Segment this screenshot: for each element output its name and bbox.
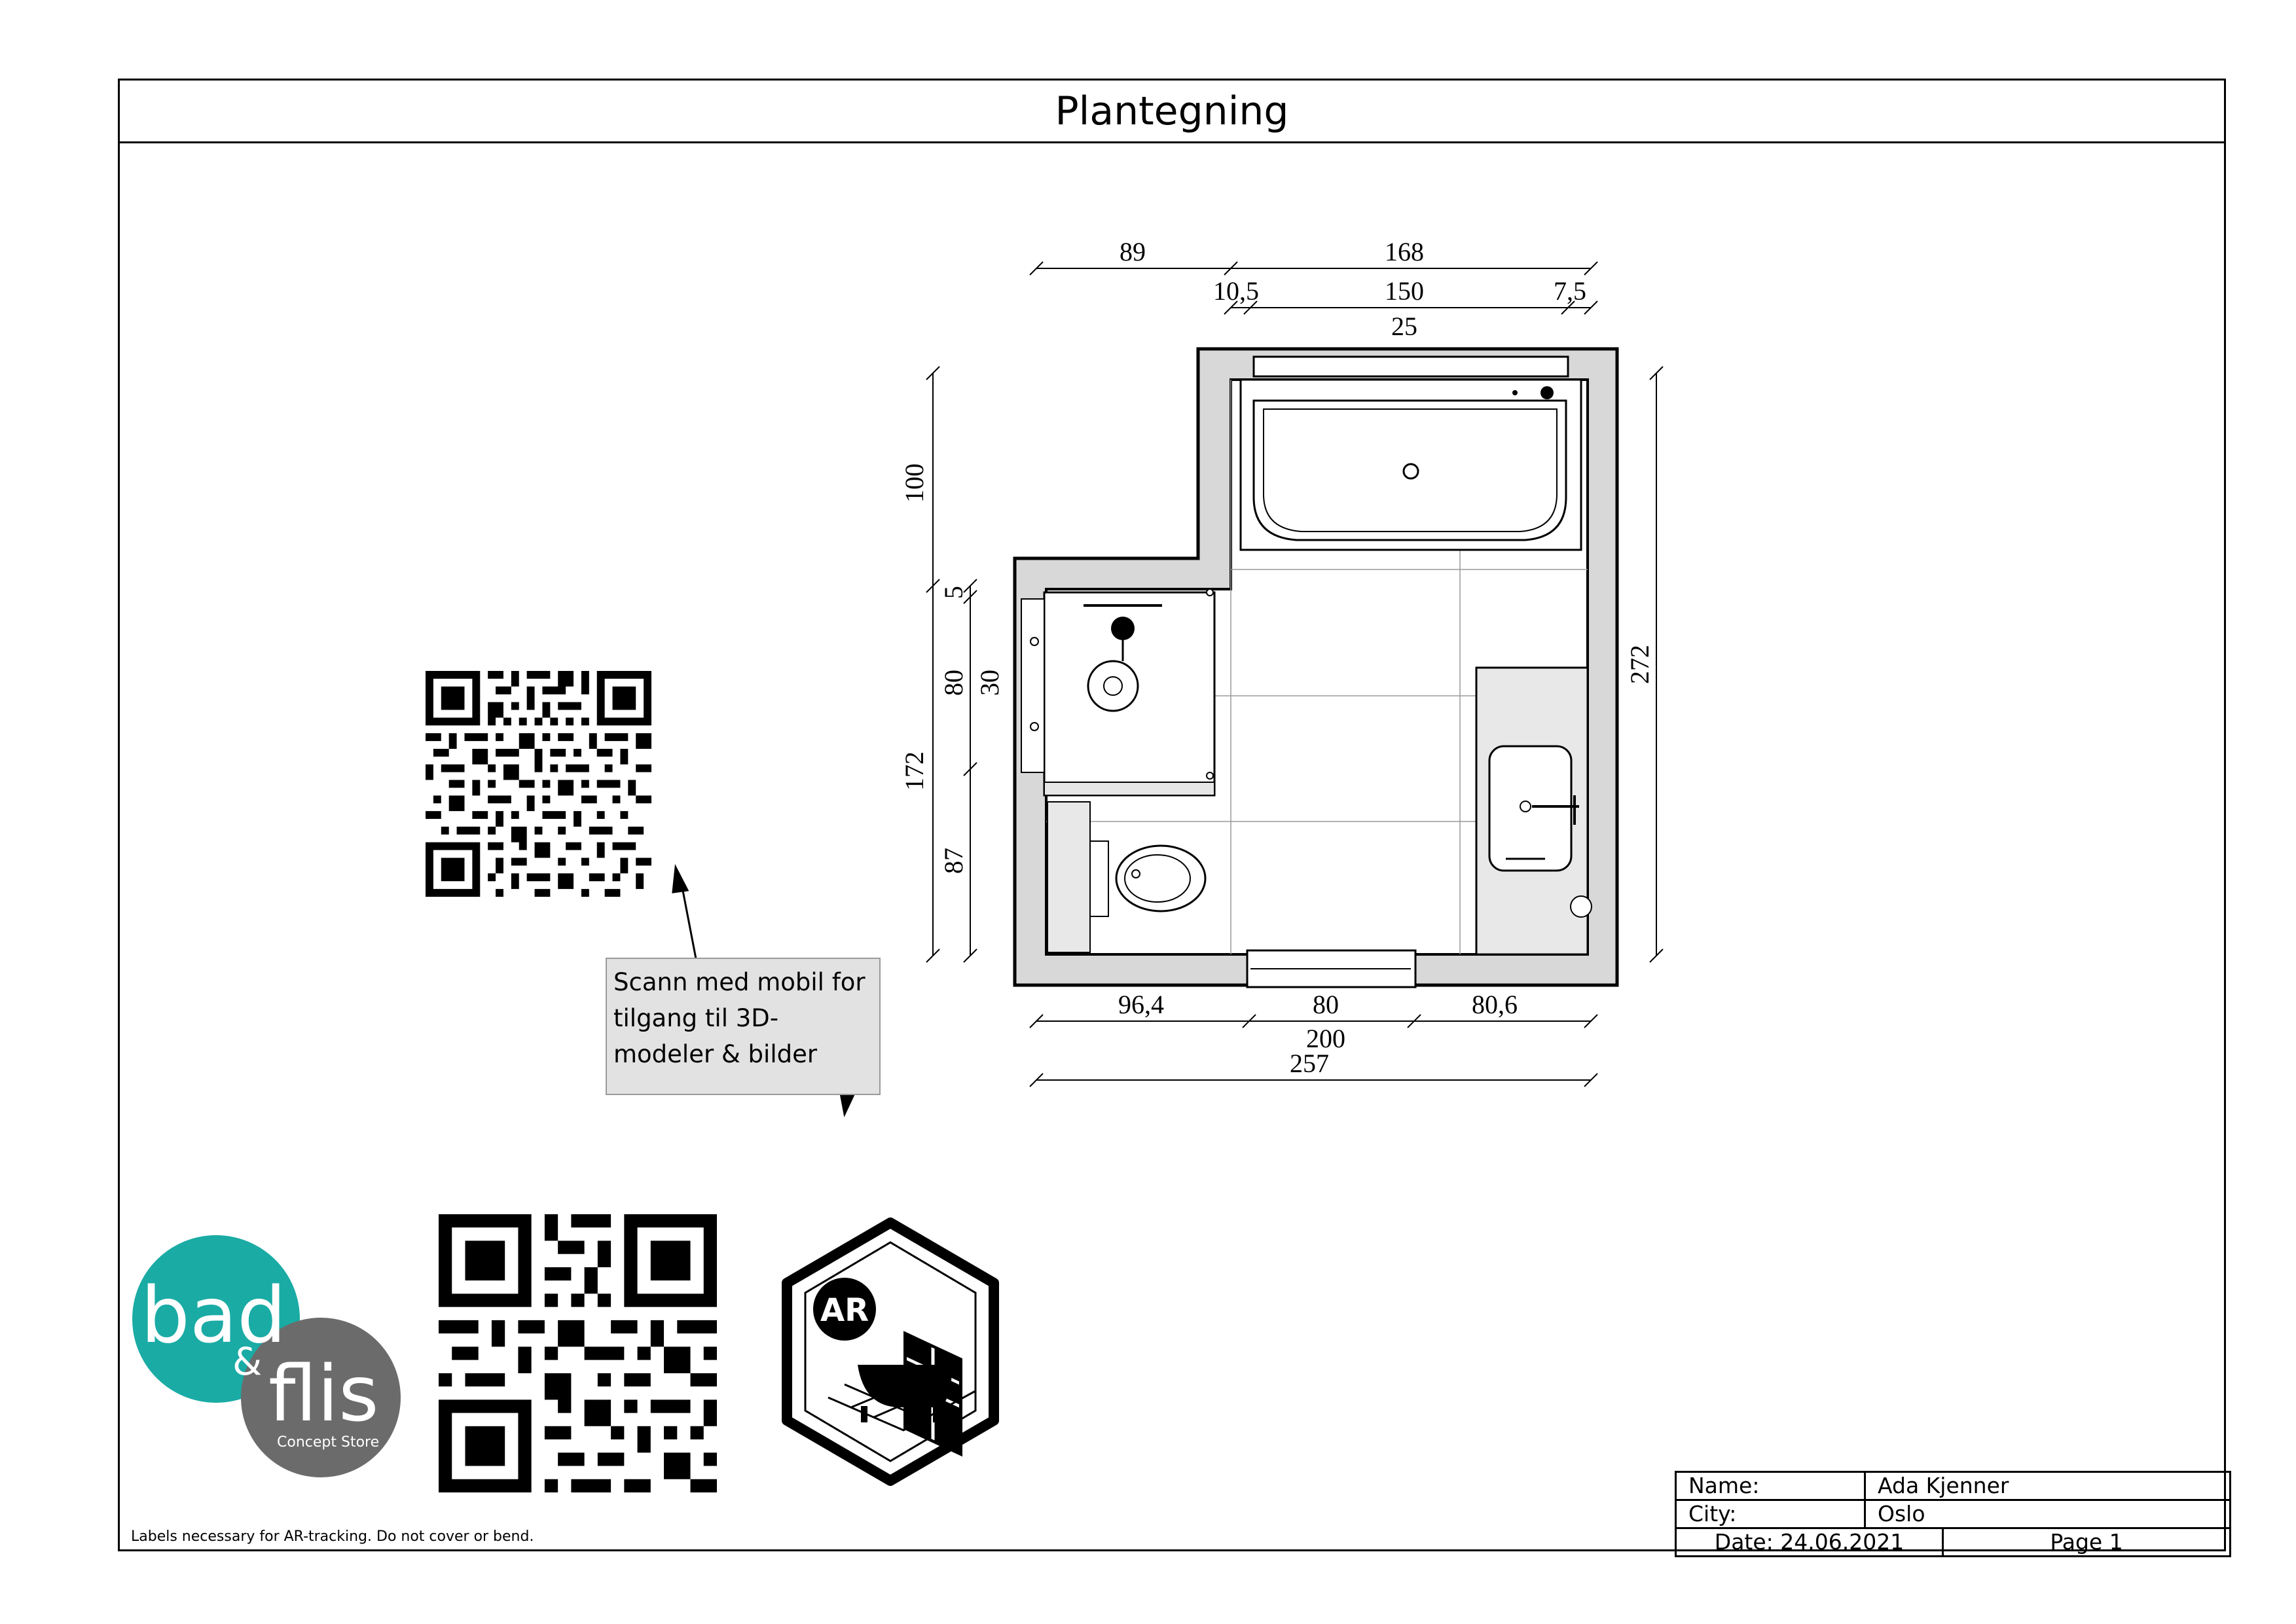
logo-word-flis: flis (268, 1348, 379, 1439)
dim-150: 150 (1385, 276, 1424, 306)
dim-89: 89 (1120, 237, 1146, 266)
dim-96-4: 96,4 (1118, 990, 1164, 1019)
dim-80-6: 80,6 (1472, 990, 1518, 1019)
ar-label: AR (820, 1292, 869, 1329)
name-value: Ada Kjenner (1864, 1471, 2231, 1501)
city-label: City: (1675, 1499, 1866, 1529)
page-number: Page 1 (1942, 1527, 2231, 1557)
bathtub-icon (858, 1365, 952, 1407)
ar-circle (813, 1278, 876, 1341)
callout-line-3: modeler & bilder (613, 1040, 818, 1068)
dim-7-5: 7,5 (1554, 276, 1586, 306)
ar-disclaimer: Labels necessary for AR-tracking. Do not… (131, 1528, 534, 1545)
city-value: Oslo (1864, 1499, 2231, 1529)
title-bar: Plantegning (120, 81, 2224, 143)
qr-code-small[interactable] (426, 671, 651, 897)
wall-ledge (1252, 355, 1569, 378)
drawing-sheet: Plantegning (118, 79, 2226, 1551)
dim-168: 168 (1385, 237, 1424, 266)
callout-arrows (672, 863, 866, 1117)
scan-callout: Scann med mobil for tilgang til 3D- mode… (606, 958, 881, 1095)
dim-257: 257 (1290, 1049, 1329, 1078)
callout-line-2: tilgang til 3D- (613, 1004, 779, 1032)
dimension-labels: 89 168 10,5 150 7,5 25 96,4 80 80,6 200 … (900, 237, 1654, 1078)
ar-badge: AR (782, 1218, 999, 1486)
vanity-sink (1475, 666, 1592, 956)
toilet (1047, 801, 1207, 953)
dim-25: 25 (1391, 312, 1417, 341)
page-title: Plantegning (1055, 88, 1289, 134)
dim-172: 172 (900, 751, 929, 791)
qr-code-large[interactable] (439, 1214, 717, 1492)
bathtub (1239, 378, 1582, 551)
logo-ampersand: & (232, 1339, 262, 1384)
info-title-block: Name: Ada Kjenner City: Oslo Date: 24.06… (1675, 1471, 2231, 1557)
bad-flis-logo: bad & flis Concept Store (132, 1235, 401, 1477)
dim-80-bottom: 80 (1313, 990, 1339, 1019)
dim-30: 30 (975, 670, 1004, 696)
dim-100: 100 (900, 463, 929, 503)
name-row: Name: Ada Kjenner (1675, 1471, 2231, 1501)
logo-grey-circle (241, 1318, 401, 1477)
logo-word-bad: bad (141, 1270, 286, 1360)
date-row: Date: 24.06.2021 Page 1 (1675, 1527, 2231, 1557)
dimension-lines (926, 261, 1664, 1087)
city-row: City: Oslo (1675, 1499, 2231, 1529)
dim-272: 272 (1625, 645, 1654, 684)
dim-5: 5 (939, 586, 968, 599)
dim-200: 200 (1306, 1024, 1345, 1053)
date-text: Date: 24.06.2021 (1675, 1527, 1944, 1557)
dim-80-left: 80 (939, 670, 968, 696)
callout-line-1: Scann med mobil for (613, 968, 866, 996)
dim-87: 87 (939, 848, 968, 874)
dim-10-5: 10,5 (1213, 276, 1259, 306)
logo-tagline: Concept Store (277, 1434, 379, 1451)
name-label: Name: (1675, 1471, 1866, 1501)
shower (1021, 588, 1216, 797)
